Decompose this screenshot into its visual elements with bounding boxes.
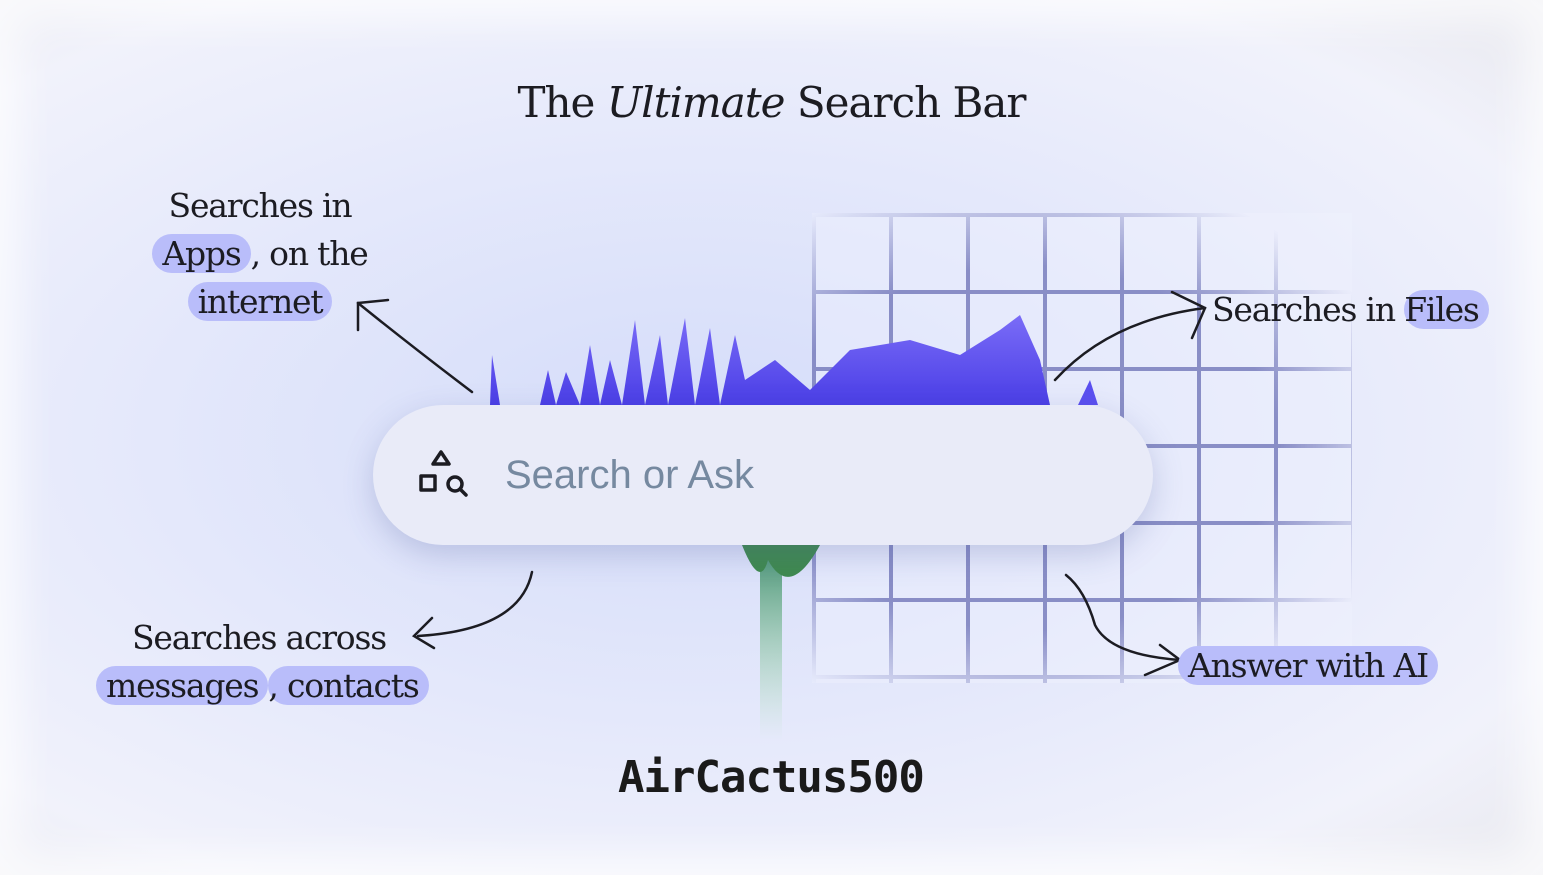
arrowhead-apps (356, 298, 390, 332)
flower-petal-tip (1078, 380, 1098, 405)
flower-petals (490, 315, 1050, 405)
annotation-internet-highlight: internet (187, 282, 333, 321)
annotation-apps-highlight: Apps (152, 234, 251, 273)
search-input[interactable] (503, 451, 1067, 499)
title-pre: The (517, 78, 595, 127)
search-bar[interactable] (373, 405, 1153, 545)
annotation-apps: Searches in Apps, on the internet (145, 182, 375, 326)
brand-logo: AirCactus500 (618, 752, 925, 803)
arrow-files (1053, 306, 1207, 382)
annotation-files-text: Searches in (1212, 290, 1405, 329)
annotation-messages: Searches across messages, contacts (96, 614, 429, 710)
annotation-contacts-highlight: , contacts (268, 666, 429, 705)
annotation-messages-highlight: messages (96, 666, 269, 705)
title-post: Search Bar (796, 78, 1027, 127)
annotation-ai-highlight: Answer with AI (1178, 646, 1438, 685)
flower-stem (760, 540, 782, 740)
page-title: The Ultimate Search Bar (0, 78, 1543, 127)
flower-leaf (742, 545, 820, 577)
annotation-messages-line1: Searches across (132, 618, 387, 657)
annotation-files: Searches in Files (1212, 286, 1489, 334)
arrow-messages (416, 570, 534, 638)
arrowhead-messages (411, 616, 436, 650)
arrow-ai (1064, 573, 1182, 662)
arrowhead-files (1170, 290, 1207, 340)
annotation-files-highlight: Files (1404, 290, 1489, 329)
arrow-apps (356, 301, 474, 394)
shapes-search-icon (419, 450, 468, 497)
annotation-apps-line2: , on the (250, 234, 369, 273)
title-emphasis: Ultimate (606, 78, 786, 127)
annotation-apps-line1: Searches in (168, 186, 353, 225)
annotation-ai: Answer with AI (1178, 642, 1438, 690)
